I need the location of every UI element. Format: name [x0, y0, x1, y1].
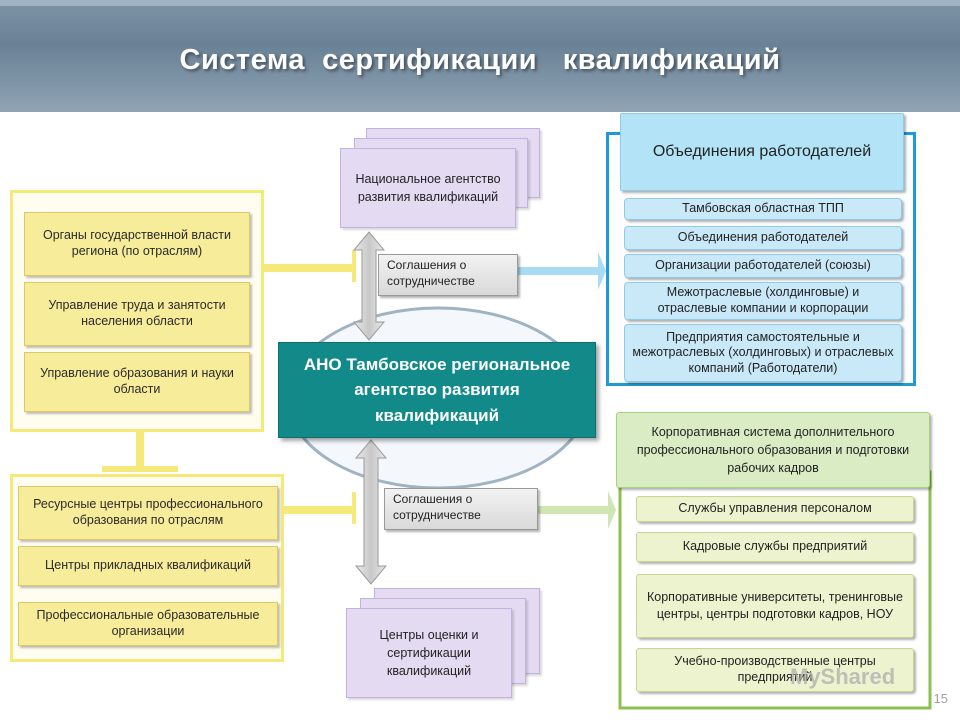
gov-body-item: Управление образования и науки области	[24, 352, 250, 412]
edu-org-item: Ресурсные центры профессионального образ…	[18, 486, 278, 540]
employer-item: Объединения работодателей	[624, 226, 902, 250]
corporate-item: Учебно-производственные центры предприят…	[636, 648, 914, 692]
corporate-title: Корпоративная система дополнительного пр…	[616, 412, 930, 488]
employer-item: Межотраслевые (холдинговые) и отраслевые…	[624, 282, 902, 320]
central-agency: АНО Тамбовское региональное агентство ра…	[278, 342, 596, 438]
agreement-top: Соглашения о сотрудничестве	[378, 254, 518, 296]
connector-left-vertical	[136, 430, 144, 470]
connector-edu	[282, 506, 354, 514]
corporate-item: Кадровые службы предприятий	[636, 532, 914, 562]
edu-org-item: Профессиональные образовательные организ…	[18, 602, 278, 646]
connector-employers	[518, 267, 600, 275]
national-agency: Национальное агентство развития квалифик…	[340, 148, 516, 228]
employer-item: Предприятия самостоятельные и межотрасле…	[624, 324, 902, 382]
employers-title: Объединения работодателей	[620, 113, 904, 191]
page-number: 15	[933, 691, 948, 706]
gov-body-item: Управление труда и занятости населения о…	[24, 282, 250, 346]
agreement-bottom: Соглашения о сотрудничестве	[384, 488, 538, 530]
edu-org-item: Центры прикладных квалификаций	[18, 546, 278, 586]
connector-gov	[262, 264, 354, 272]
watermark: MyShared	[790, 664, 896, 689]
double-arrow-top	[352, 231, 386, 341]
employer-item: Тамбовская областная ТПП	[624, 198, 902, 220]
header-top-line	[0, 0, 960, 6]
header-band	[0, 0, 960, 112]
corporate-item: Службы управления персоналом	[636, 496, 914, 522]
double-arrow-bottom	[354, 439, 388, 585]
page-title: Система сертификации квалификаций	[179, 44, 781, 76]
corporate-item: Корпоративные университеты, тренинговые …	[636, 574, 914, 638]
gov-body-item: Органы государственной власти региона (п…	[24, 212, 250, 276]
employer-item: Организации работодателей (союзы)	[624, 254, 902, 278]
connector-corporate	[538, 506, 610, 514]
assessment-centers: Центры оценки и сертификации квалификаци…	[346, 608, 512, 698]
